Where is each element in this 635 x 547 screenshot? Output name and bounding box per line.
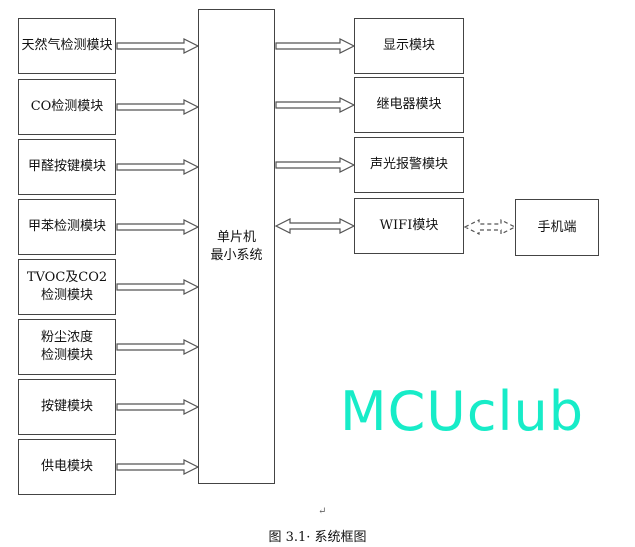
phone-block: 手机端 (515, 199, 599, 256)
input-module-tvoc-co2: TVOC及CO2 检测模块 (18, 259, 116, 315)
output-module-wifi: WIFI模块 (354, 198, 464, 254)
input-module-dust: 粉尘浓度检测模块 (18, 319, 116, 375)
output-arrow-2 (275, 157, 356, 173)
output-module-alarm: 声光报警模块 (354, 137, 464, 193)
module-label: 继电器模块 (376, 97, 442, 112)
output-module-display: 显示模块 (354, 18, 464, 74)
module-label: 甲醛按键模块 (27, 159, 106, 174)
phone-label: 手机端 (537, 219, 577, 235)
input-arrow-6 (116, 399, 200, 415)
module-label: CO检测模块 (30, 99, 104, 114)
input-arrow-5 (116, 339, 200, 355)
input-arrow-0 (116, 38, 200, 54)
module-label: 天然气检测模块 (21, 38, 113, 53)
module-label-line1: TVOC及CO2 (26, 270, 108, 285)
input-module-co: CO检测模块 (18, 79, 116, 135)
module-label: WIFI模块 (379, 218, 439, 233)
module-label-line2: 检测模块 (40, 348, 93, 363)
input-module-toluene: 甲苯检测模块 (18, 199, 116, 255)
mcu-label-line1: 单片机 (216, 229, 256, 245)
phone-wireless-arrow (463, 219, 517, 235)
output-arrow-1 (275, 97, 356, 113)
mcu-block: 单片机最小系统 (198, 9, 275, 484)
mcu-label-line2: 最小系统 (210, 247, 263, 263)
input-arrow-1 (116, 99, 200, 115)
input-module-power: 供电模块 (18, 439, 116, 495)
wifi-bidirectional-arrow (274, 218, 356, 234)
module-label: 显示模块 (382, 38, 435, 53)
input-arrow-3 (116, 219, 200, 235)
input-arrow-2 (116, 159, 200, 175)
module-label: 声光报警模块 (369, 157, 448, 172)
module-label: 甲苯检测模块 (27, 219, 106, 234)
paragraph-mark: ↵ (318, 506, 327, 517)
output-module-relay: 继电器模块 (354, 77, 464, 133)
input-arrow-7 (116, 459, 200, 475)
output-arrow-0 (275, 38, 356, 54)
module-label-line2: 检测模块 (40, 288, 93, 303)
input-module-formaldehyde: 甲醛按键模块 (18, 139, 116, 195)
module-label: 供电模块 (40, 459, 93, 474)
module-label-line1: 粉尘浓度 (40, 330, 93, 345)
input-module-keys: 按键模块 (18, 379, 116, 435)
figure-caption: 图 3.1· 系统框图 (268, 530, 367, 545)
module-label: 按键模块 (40, 399, 93, 414)
input-module-gas: 天然气检测模块 (18, 18, 116, 74)
input-arrow-4 (116, 279, 200, 295)
